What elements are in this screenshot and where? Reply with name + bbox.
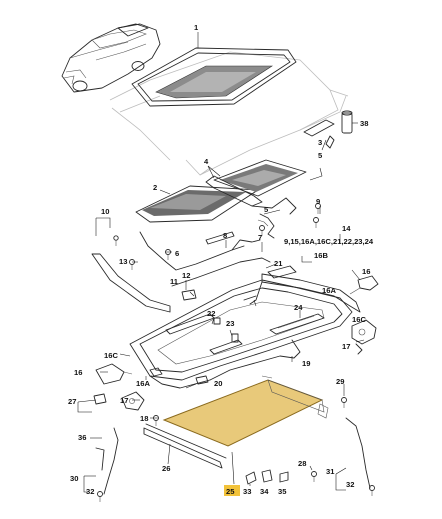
- label-19: 19: [302, 359, 310, 368]
- part-25-sunshade: [162, 375, 329, 447]
- part-17-motor-right: [351, 319, 377, 355]
- label-8: 8: [223, 231, 227, 240]
- label-2: 2: [153, 183, 157, 192]
- part-31-drain-hose: [345, 417, 371, 489]
- label-20: 20: [214, 379, 222, 388]
- label-14: 14: [342, 224, 351, 233]
- label-23: 23: [226, 319, 234, 328]
- part-26-front-trim: [143, 423, 227, 469]
- part-36-drain-hose: [95, 427, 119, 495]
- label-16c-left: 16C: [104, 351, 118, 360]
- part-17-motor-left: [121, 391, 145, 411]
- label-38: 38: [360, 119, 368, 128]
- label-12: 12: [182, 271, 190, 280]
- part-34-clip: [261, 469, 273, 483]
- label-14-list: 9,15,16A,16C,21,22,23,24: [284, 237, 374, 246]
- part-35-clip: [279, 471, 289, 483]
- label-29: 29: [336, 377, 344, 386]
- label-34: 34: [260, 487, 269, 496]
- label-5-mid: 5: [264, 205, 269, 214]
- label-22: 22: [207, 309, 215, 318]
- label-21: 21: [274, 259, 283, 268]
- part-20-drain-hose: [149, 375, 211, 389]
- part-3-lubricant-tube: [303, 119, 335, 151]
- main-sunroof-frame: [129, 265, 361, 381]
- label-4: 4: [204, 157, 209, 166]
- label-27: 27: [68, 397, 76, 406]
- part-5-seal: [205, 175, 297, 239]
- label-16-left: 16: [74, 368, 82, 377]
- part-16-motor-right: [349, 275, 379, 295]
- label-6: 6: [175, 249, 179, 258]
- part-7-water-channel: [139, 231, 261, 271]
- part-27-bracket: [93, 393, 107, 405]
- part-19-drain-hose: [209, 339, 301, 381]
- label-25-highlight: [224, 485, 240, 496]
- part-10-side-rail: [91, 217, 171, 313]
- label-25: 25: [226, 487, 235, 496]
- label-16b: 16B: [314, 251, 328, 260]
- part-24-guide-rail: [269, 313, 325, 335]
- screw-icons: [97, 203, 375, 502]
- part-11-clip: [181, 289, 197, 301]
- label-3: 3: [318, 138, 322, 147]
- part-4-rear-glass: [213, 159, 307, 197]
- label-33: 33: [243, 487, 251, 496]
- part-21-cable: [243, 281, 263, 305]
- part-1-frame-seal: [131, 47, 297, 107]
- label-16a-left: 16A: [136, 379, 150, 388]
- label-32-left: 32: [86, 487, 94, 496]
- label-1: 1: [194, 23, 199, 32]
- label-30: 30: [70, 474, 78, 483]
- label-31: 31: [326, 467, 335, 476]
- label-26: 26: [162, 464, 170, 473]
- car-thumbnail-icon: [61, 23, 161, 93]
- label-9: 9: [316, 197, 320, 206]
- label-17-right: 17: [342, 342, 350, 351]
- label-17-left: 17: [120, 396, 128, 405]
- label-16c-right: 16C: [352, 315, 366, 324]
- leader-lines: [77, 32, 365, 493]
- label-13: 13: [119, 257, 127, 266]
- part-8-trim: [205, 231, 235, 245]
- part-38-container: [341, 110, 358, 134]
- part-12-deflector-frame: [171, 257, 271, 287]
- label-10: 10: [101, 207, 109, 216]
- part-23-bracket: [213, 317, 239, 343]
- label-35: 35: [278, 487, 287, 496]
- label-32-right: 32: [346, 480, 354, 489]
- label-24: 24: [294, 303, 303, 312]
- label-5-top: 5: [318, 151, 323, 160]
- label-16-right: 16: [362, 267, 370, 276]
- part-2-front-glass: [135, 185, 259, 223]
- callout-labels: 1 2 3 4 5 5 6 7 8 9 10 11 12 13 14 9,15,…: [68, 23, 374, 496]
- part-16-motor-left: [95, 363, 133, 385]
- label-11: 11: [170, 277, 179, 286]
- label-18: 18: [140, 414, 148, 423]
- roof-outline: [109, 51, 349, 176]
- label-16a-right: 16A: [322, 286, 336, 295]
- part-16a-connector: [149, 367, 209, 385]
- label-36: 36: [78, 433, 86, 442]
- label-7: 7: [258, 233, 262, 242]
- part-33-clip: [245, 471, 257, 485]
- label-28: 28: [298, 459, 306, 468]
